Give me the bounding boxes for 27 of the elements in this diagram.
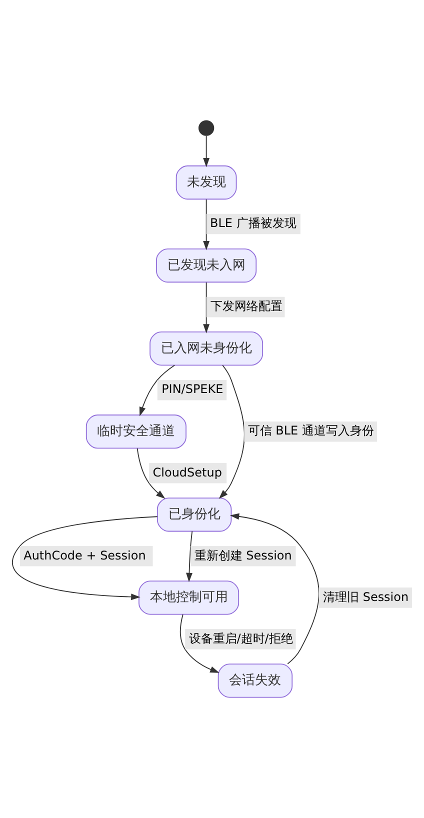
arrow [203, 282, 210, 334]
node-box: 会话失效 [218, 664, 293, 698]
edge-label: AuthCode + Session [24, 548, 146, 562]
arrow [186, 530, 193, 582]
node-box: 本地控制可用 [138, 580, 240, 615]
node-box: 已入网未身份化 [150, 332, 264, 366]
node-box: 临时安全通道 [86, 414, 186, 449]
edge-label: BLE 广播被发现 [210, 216, 296, 230]
node-box: 未发现 [176, 165, 237, 200]
arrow [136, 448, 166, 499]
arrow [218, 364, 245, 499]
arrow [12, 516, 158, 600]
edge-label: CloudSetup [152, 465, 222, 480]
arrow [230, 513, 320, 664]
arrow [180, 614, 220, 673]
edge-label: 清理旧 Session [323, 590, 409, 604]
edge-label: PIN/SPEKE [162, 382, 224, 396]
node-box: 已身份化 [156, 498, 232, 532]
edge-label: 下发网络配置 [210, 299, 282, 314]
edge-label: 设备重启/超时/拒绝 [188, 631, 293, 646]
node-box: 已发现未入网 [156, 248, 257, 283]
node-circle [198, 120, 214, 136]
edge-label: 可信 BLE 通道写入身份 [248, 424, 374, 438]
edge-label: 重新创建 Session [194, 548, 292, 562]
arrow [203, 135, 210, 168]
arrow [203, 199, 210, 250]
arrow [139, 364, 176, 416]
